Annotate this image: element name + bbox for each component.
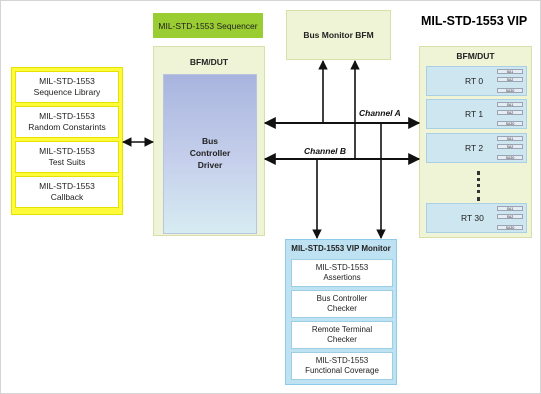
monitor-item-rt-checker: Remote Terminal Checker [291,321,393,349]
subaddress: SA30 [497,155,523,160]
rt-label: RT 30 [461,213,484,223]
diagram-title: MIL-STD-1553 VIP [421,14,528,28]
channel-b-label: Channel B [304,146,347,156]
subaddress: SA2 [497,144,523,149]
monitor-item-bc-checker: Bus Controller Checker [291,290,393,318]
rt-label: RT 1 [465,109,484,119]
subaddress: SA2 [497,214,523,219]
library-item-sequence: MIL-STD-1553 Sequence Library [15,71,119,103]
library-item-test-suits: MIL-STD-1553 Test Suits [15,141,119,173]
vip-monitor-header: MIL-STD-1553 VIP Monitor [291,244,391,253]
sequencer-box: MIL-STD-1553 Sequencer [153,13,263,38]
rt-block-2: RT 2 SA1 SA2 SA30 [426,133,527,163]
bfm-dut-right: BFM/DUT RT 0 SA1 SA2 SA30 RT 1 SA1 SA2 S… [419,46,532,238]
subaddress: SA2 [497,77,523,82]
channel-a-label: Channel A [359,108,401,118]
ellipsis-dots [477,171,480,201]
monitor-item-assertions: MIL-STD-1553 Assertions [291,259,393,287]
rt-label: RT 2 [465,143,484,153]
subaddress: SA30 [497,88,523,93]
subaddress: SA1 [497,136,523,141]
rt-block-30: RT 30 SA1 SA2 SA30 [426,203,527,233]
subaddress: SA1 [497,102,523,107]
bfm-right-header: BFM/DUT [456,51,495,61]
bfm-left-header: BFM/DUT [189,57,229,67]
subaddress: SA30 [497,121,523,126]
library-item-callback: MIL-STD-1553 Callback [15,176,119,208]
sequence-library-group: MIL-STD-1553 Sequence Library MIL-STD-15… [11,67,123,215]
vip-monitor: MIL-STD-1553 VIP Monitor MIL-STD-1553 As… [285,239,397,385]
rt-block-0: RT 0 SA1 SA2 SA30 [426,66,527,96]
monitor-item-coverage: MIL-STD-1553 Functional Coverage [291,352,393,380]
subaddress: SA1 [497,206,523,211]
subaddress: SA1 [497,69,523,74]
subaddress: SA2 [497,110,523,115]
library-item-constraints: MIL-STD-1553 Random Constarints [15,106,119,138]
rt-label: RT 0 [465,76,484,86]
subaddress: SA30 [497,225,523,230]
rt-block-1: RT 1 SA1 SA2 SA30 [426,99,527,129]
bus-controller-driver: Bus Controller Driver [163,74,257,234]
bus-monitor-bfm: Bus Monitor BFM [286,10,391,60]
bfm-dut-left: BFM/DUT Bus Controller Driver [153,46,265,236]
